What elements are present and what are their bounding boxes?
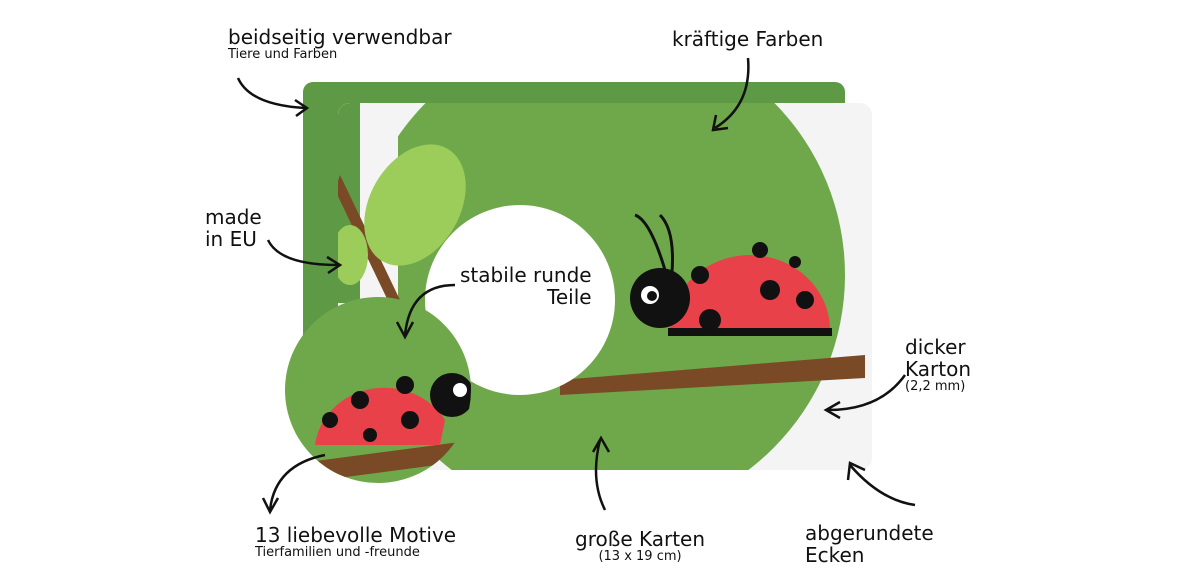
made-in-line1: made (205, 205, 262, 229)
thick-card-line1: dicker (905, 335, 966, 359)
leaf (364, 144, 466, 266)
big-cards-sub: (13 x 19 cm) (598, 549, 682, 564)
label-motifs: 13 liebevolle Motive Tierfamilien und -f… (255, 524, 456, 560)
double-sided-sub: Tiere und Farben (228, 47, 338, 62)
motifs-sub: Tierfamilien und -freunde (255, 545, 420, 560)
rounded-corners-line1: abgerundete (805, 521, 934, 545)
thick-card-sub: (2,2 mm) (905, 379, 966, 394)
double-sided-title: beidseitig verwendbar (228, 25, 452, 49)
label-rounded-corners: abgerundete Ecken (805, 522, 934, 566)
motifs-title: 13 liebevolle Motive (255, 523, 457, 547)
label-made-in: made in EU (205, 206, 262, 250)
round-pieces-line2: Teile (547, 285, 592, 309)
label-colors: kräftige Farben (672, 27, 824, 51)
rounded-corners-line2: Ecken (805, 543, 865, 567)
label-big-cards: große Karten (13 x 19 cm) (575, 528, 705, 564)
thick-card-line2: Karton (905, 357, 971, 381)
branch (560, 355, 865, 395)
label-round-pieces: stabile runde Teile (460, 264, 592, 308)
label-double-sided: beidseitig verwendbar Tiere und Farben (228, 26, 452, 62)
ladybug (630, 213, 832, 336)
label-thick-card: dicker Karton (2,2 mm) (905, 336, 971, 394)
big-cards-title: große Karten (575, 527, 706, 551)
annotation-arrows (236, 57, 916, 515)
round-pieces-line1: stabile runde (460, 263, 592, 287)
puzzle-hole (425, 205, 615, 395)
made-in-line2: in EU (205, 227, 257, 251)
